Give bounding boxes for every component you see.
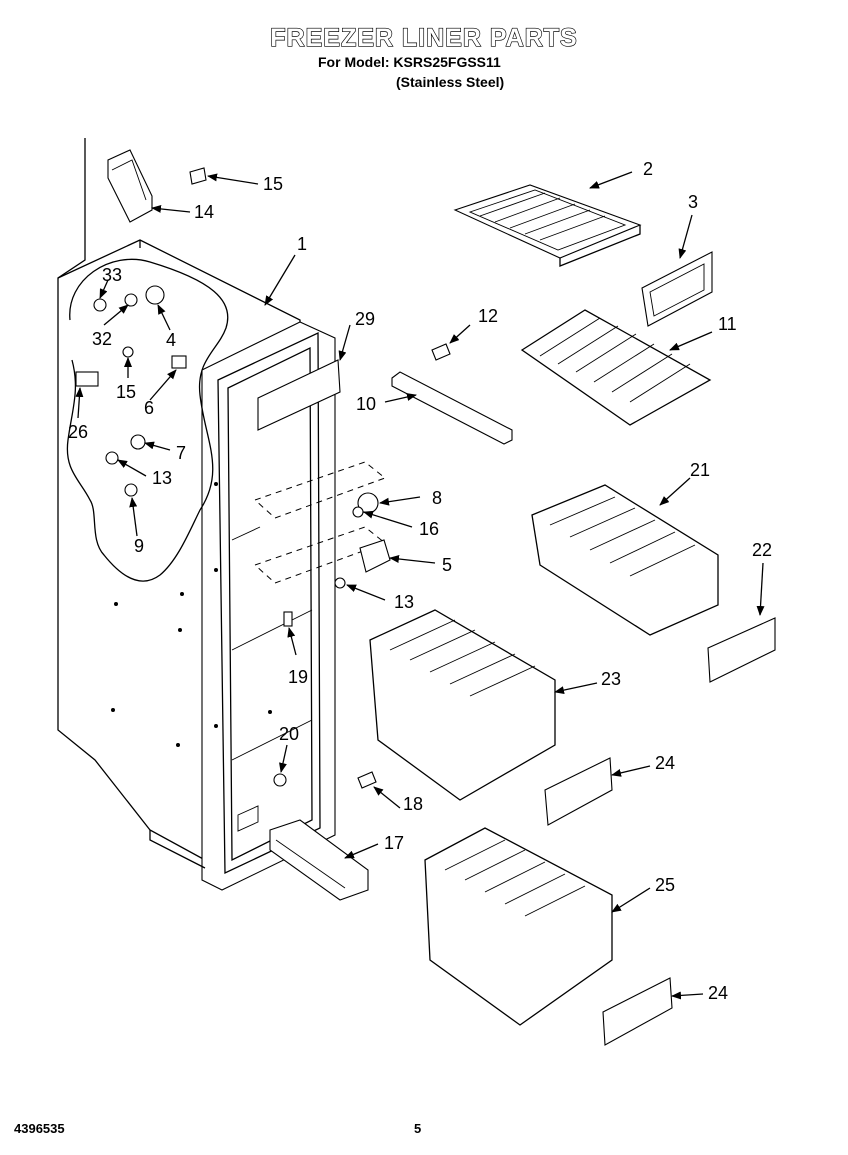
callout-9: 9 <box>134 536 144 556</box>
page-number: 5 <box>414 1121 422 1136</box>
callout-20: 20 <box>279 724 299 744</box>
bracket-part-14 <box>107 149 153 223</box>
small-parts-cluster <box>75 285 187 497</box>
callout-1: 1 <box>297 234 307 254</box>
basket-part-25 <box>424 827 613 1026</box>
callout-12: 12 <box>478 306 498 326</box>
callout-14: 14 <box>194 202 214 222</box>
callout-25: 25 <box>655 875 675 895</box>
callout-32: 32 <box>92 329 112 349</box>
screw-part-16 <box>352 506 364 518</box>
wire-shelf-part-11 <box>520 309 712 426</box>
callout-33: 33 <box>102 265 122 285</box>
basket-front-part-22 <box>707 617 776 683</box>
callout-7: 7 <box>176 443 186 463</box>
callout-24a: 24 <box>655 753 675 773</box>
support-part-5 <box>359 539 391 573</box>
shelf-part-2 <box>453 184 642 267</box>
finish-line: (Stainless Steel) <box>396 74 505 90</box>
callout-10: 10 <box>356 394 376 414</box>
callout-19: 19 <box>288 667 308 687</box>
bottom-trim-part-17 <box>269 819 369 901</box>
callout-5: 5 <box>442 555 452 575</box>
basket-front-part-24a <box>544 757 613 826</box>
basket-front-part-24b <box>602 977 673 1046</box>
freezer-liner-part <box>57 138 336 891</box>
callout-21: 21 <box>690 460 710 480</box>
callout-6: 6 <box>144 398 154 418</box>
switch-part-19 <box>283 611 293 627</box>
callout-18: 18 <box>403 794 423 814</box>
basket-part-21 <box>531 484 719 636</box>
screw-part-13b <box>334 577 346 589</box>
screw-part-12 <box>431 343 451 361</box>
callout-22: 22 <box>752 540 772 560</box>
screw-part-20 <box>273 773 287 787</box>
basket-part-23 <box>369 609 556 801</box>
wiring-harness <box>66 258 229 582</box>
callout-16: 16 <box>419 519 439 539</box>
callout-17: 17 <box>384 833 404 853</box>
callout-4: 4 <box>166 330 176 350</box>
callout-2: 2 <box>643 159 653 179</box>
callout-23: 23 <box>601 669 621 689</box>
callout-15b: 15 <box>116 382 136 402</box>
callout-24b: 24 <box>708 983 728 1003</box>
callout-13b: 13 <box>394 592 414 612</box>
callout-8: 8 <box>432 488 442 508</box>
callout-15a: 15 <box>263 174 283 194</box>
screw-part-15 <box>189 167 207 185</box>
trim-part-29 <box>257 359 341 431</box>
callout-26: 26 <box>68 422 88 442</box>
shelf-trim-part-3 <box>641 251 713 327</box>
model-line: For Model: KSRS25FGSS11 <box>318 54 501 70</box>
callout-3: 3 <box>688 192 698 212</box>
screw-part-18 <box>357 771 377 789</box>
page-title: FREEZER LINER PARTS <box>270 23 578 52</box>
rail-part-10 <box>391 371 513 445</box>
callout-13a: 13 <box>152 468 172 488</box>
callout-29: 29 <box>355 309 375 329</box>
callout-11: 11 <box>718 314 737 334</box>
document-number: 4396535 <box>14 1121 65 1136</box>
